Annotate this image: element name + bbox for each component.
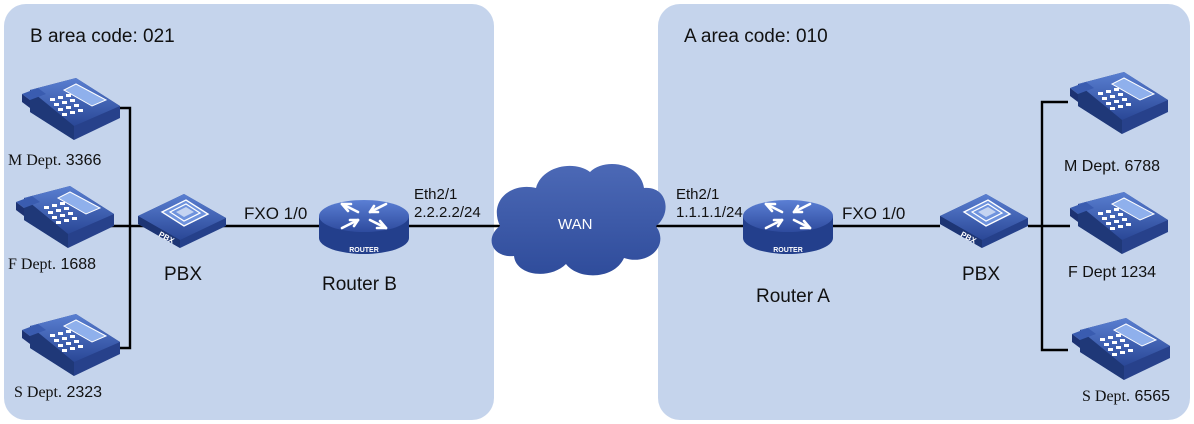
area-a-title: A area code: 010 [684,26,828,47]
phone-label-s-6565: S Dept. 6565 [1082,388,1171,405]
pbx-left-label: PBX [164,264,203,285]
svg-text:ROUTER: ROUTER [773,247,803,254]
eth-a-label: Eth2/1 [676,186,720,203]
phone-label-f-1234: F Dept 1234 [1068,264,1157,281]
fxo-left-label: FXO 1/0 [244,204,308,223]
router-b-icon: ROUTER [317,198,411,256]
fxo-right-label: FXO 1/0 [842,204,906,223]
router-a-label: Router A [756,286,830,307]
router-b-label: Router B [322,274,397,295]
ip-b-label: 2.2.2.2/24 [414,204,481,221]
eth-b-label: Eth2/1 [414,186,458,203]
wan-label: WAN [558,216,593,233]
pbx-right-label: PBX [962,264,1001,285]
phone-label-f-1688: F Dept. 1688 [8,256,97,273]
area-b-title: B area code: 021 [30,26,175,47]
phone-label-s-2323: S Dept. 2323 [14,384,103,401]
wan-cloud [491,164,666,276]
phone-label-m-6788: M Dept. 6788 [1064,158,1161,175]
ip-a-label: 1.1.1.1/24 [676,204,743,221]
router-a-icon: ROUTER [741,198,835,256]
svg-text:ROUTER: ROUTER [349,247,379,254]
phone-label-m-3366: M Dept. 3366 [8,152,102,169]
area-a [658,4,1190,420]
